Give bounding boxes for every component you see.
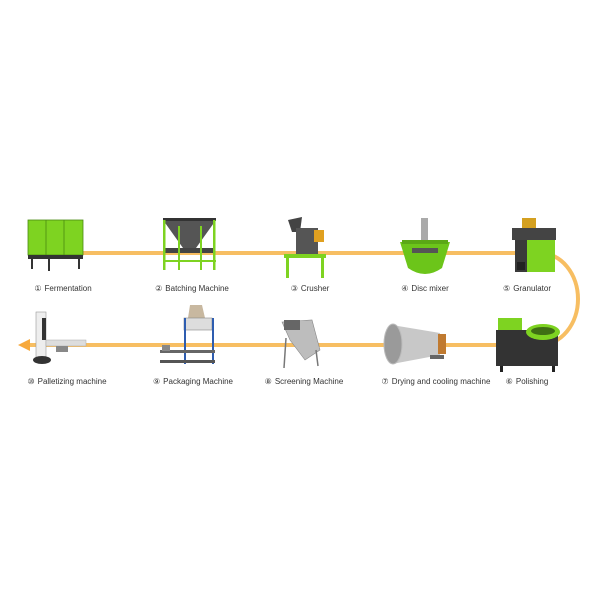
fermentation-machine-image [27,219,84,271]
packaging-machine-image [160,305,215,364]
batching-machine-image [163,218,216,270]
granulator-machine-image [512,218,556,272]
polishing-machine-image [496,318,560,372]
screening-machine-image [281,319,321,369]
crusher-machine-image [284,217,326,278]
drying-cooling-machine-image [383,323,446,365]
palletizing-machine-image [33,311,87,364]
disc-mixer-image [400,218,450,274]
flow-arrow-head [18,339,30,351]
